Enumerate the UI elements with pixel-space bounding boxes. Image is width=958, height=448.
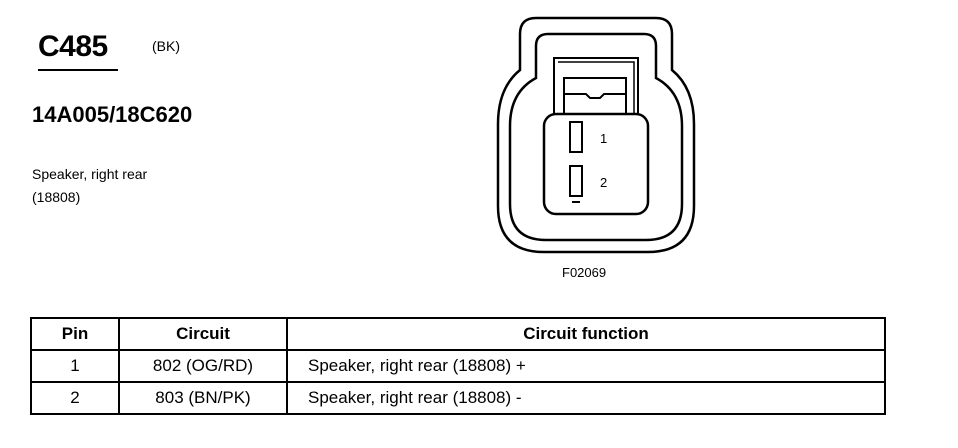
table-row: 1 802 (OG/RD) Speaker, right rear (18808… (30, 349, 886, 383)
cell-circuit: 803 (BN/PK) (118, 381, 288, 415)
part-number: 14A005/18C620 (32, 102, 193, 127)
pin-2-label: 2 (600, 175, 607, 190)
connector-id-underline (38, 69, 118, 71)
cell-circuit-function: Speaker, right rear (18808) - (286, 381, 886, 415)
pin-cavity-body (542, 112, 650, 216)
cell-pin: 1 (30, 349, 120, 383)
pin-1-label: 1 (600, 131, 607, 146)
header-pin: Pin (30, 317, 120, 351)
connector-face-diagram: 1 2 (496, 16, 696, 254)
header-circuit-function: Circuit function (286, 317, 886, 351)
pin-1-slot (569, 121, 583, 153)
component-code: (18808) (32, 189, 81, 205)
pin-2-slot (569, 165, 583, 197)
cell-circuit-function: Speaker, right rear (18808) + (286, 349, 886, 383)
table-header-row: Pin Circuit Circuit function (30, 317, 886, 351)
connector-color-code: (BK) (152, 38, 180, 54)
locking-tab-notch (563, 78, 627, 99)
component-name: Speaker, right rear (32, 166, 148, 182)
connector-id: C485 (38, 30, 108, 63)
header-circuit: Circuit (118, 317, 288, 351)
connector-inner-housing (508, 32, 684, 242)
pinout-table: Pin Circuit Circuit function 1 802 (OG/R… (30, 317, 886, 415)
locking-tab-inner (558, 61, 635, 114)
figure-id: F02069 (562, 265, 607, 280)
connector-outer-housing (496, 16, 696, 254)
cell-circuit: 802 (OG/RD) (118, 349, 288, 383)
table-row: 2 803 (BN/PK) Speaker, right rear (18808… (30, 381, 886, 415)
cell-pin: 2 (30, 381, 120, 415)
